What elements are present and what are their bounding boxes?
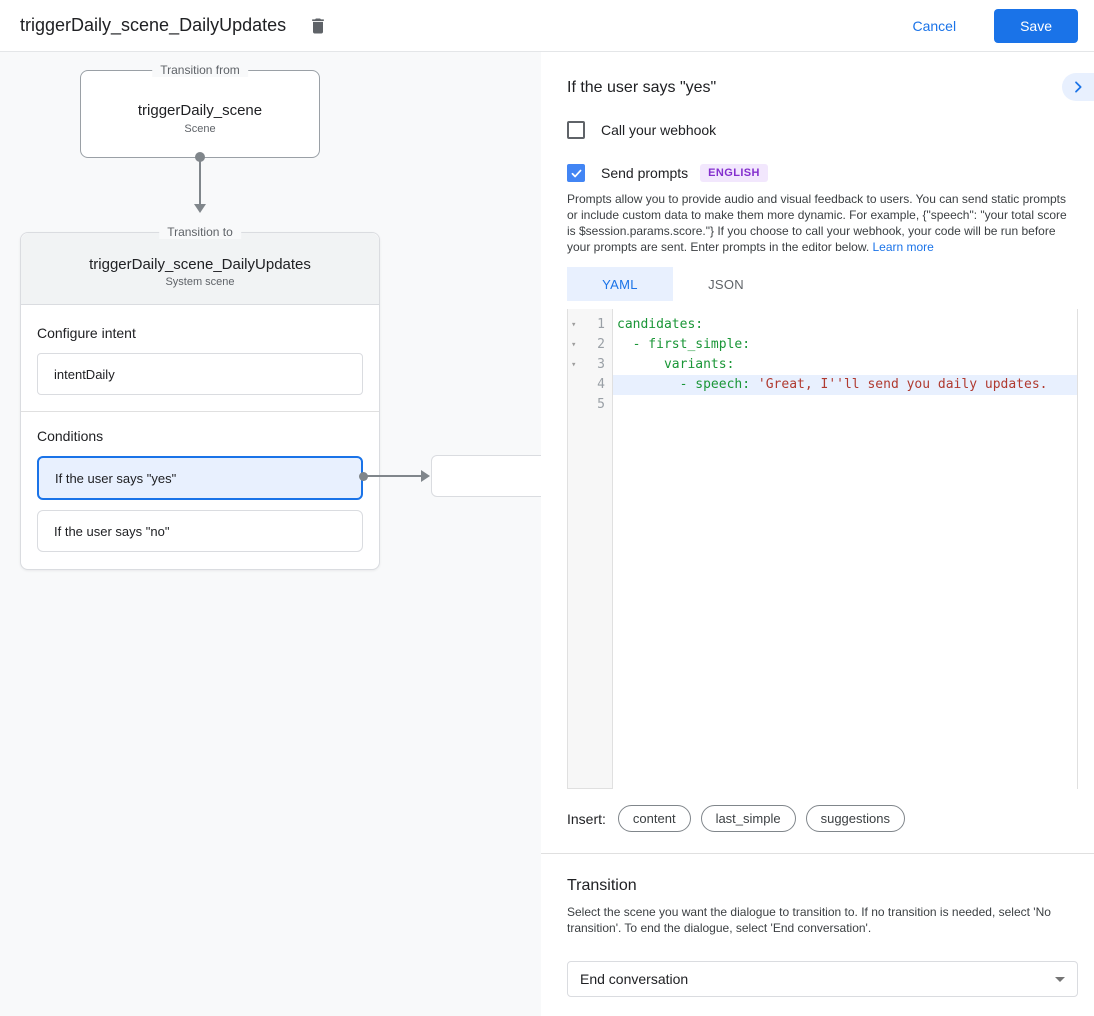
- card-divider: [21, 411, 379, 412]
- detail-title: If the user says "yes": [567, 79, 717, 96]
- transition-from-title: triggerDaily_scene: [137, 101, 263, 119]
- transition-target-node[interactable]: [431, 455, 541, 497]
- prompts-description: Prompts allow you to provide audio and v…: [567, 191, 1078, 255]
- gutter-line[interactable]: ▾2: [568, 335, 612, 355]
- send-prompts-checkbox[interactable]: [567, 164, 585, 182]
- fold-caret-icon[interactable]: ▾: [571, 340, 577, 350]
- code-token-string: 'Great, I''ll send you daily updates.: [757, 377, 1048, 392]
- conditions-label: Conditions: [37, 428, 104, 444]
- insert-chip-content[interactable]: content: [617, 805, 691, 832]
- code-token-key: candidates:: [617, 317, 704, 332]
- fold-caret-icon[interactable]: ▾: [571, 320, 577, 330]
- dropdown-caret-icon: [1055, 976, 1065, 982]
- collapse-panel-button[interactable]: [1062, 73, 1094, 101]
- gutter-line[interactable]: ▾3: [568, 355, 612, 375]
- gutter-line: 5: [568, 395, 612, 415]
- chevron-right-icon: [1070, 79, 1086, 95]
- insert-label: Insert:: [567, 810, 606, 827]
- transition-to-title: triggerDaily_scene_DailyUpdates: [89, 255, 311, 273]
- transition-from-subtitle: Scene: [184, 122, 216, 135]
- connector-line-vertical: [199, 158, 201, 204]
- gutter-line[interactable]: ▾1: [568, 315, 612, 335]
- checkmark-icon: [570, 167, 583, 180]
- tab-yaml[interactable]: YAML: [567, 267, 673, 301]
- panel-divider: [541, 853, 1094, 854]
- editor-code-area[interactable]: candidates: - first_simple: variants: - …: [613, 309, 1077, 789]
- arrow-right-icon: [421, 470, 430, 482]
- code-line[interactable]: [613, 395, 1077, 415]
- transition-description: Select the scene you want the dialogue t…: [567, 905, 1051, 935]
- condition-detail-panel: If the user says "yes" Call your webhook…: [541, 52, 1094, 1016]
- condition-item-yes[interactable]: If the user says "yes": [37, 456, 363, 500]
- line-number: 5: [597, 397, 605, 412]
- transition-to-card[interactable]: Transition to triggerDaily_scene_DailyUp…: [20, 225, 380, 570]
- line-number: 3: [597, 357, 605, 372]
- scene-card-body: Configure intent intentDaily Conditions …: [21, 305, 379, 568]
- language-badge: ENGLISH: [700, 164, 768, 182]
- connector-dot: [195, 152, 205, 162]
- transition-to-label: Transition to: [159, 225, 241, 239]
- code-token-key: - speech:: [617, 377, 758, 392]
- transition-to-subtitle: System scene: [165, 275, 235, 288]
- transition-from-label: Transition from: [152, 63, 248, 77]
- learn-more-link[interactable]: Learn more: [872, 240, 934, 254]
- main-split: Transition from triggerDaily_scene Scene…: [0, 52, 1094, 1016]
- code-token-key: - first_simple:: [617, 337, 751, 352]
- code-line[interactable]: - first_simple:: [613, 335, 1077, 355]
- editor-format-tabs: YAML JSON: [567, 267, 1078, 301]
- scene-card-header: triggerDaily_scene_DailyUpdates System s…: [21, 233, 379, 305]
- condition-item-no[interactable]: If the user says "no": [37, 510, 363, 552]
- code-line[interactable]: - speech: 'Great, I''ll send you daily u…: [613, 375, 1077, 395]
- page-title: triggerDaily_scene_DailyUpdates: [20, 15, 287, 35]
- transition-from-node[interactable]: Transition from triggerDaily_scene Scene: [80, 63, 320, 162]
- delete-scene-button[interactable]: [302, 10, 334, 42]
- code-line[interactable]: variants:: [613, 355, 1077, 375]
- code-line[interactable]: candidates:: [613, 315, 1077, 335]
- scene-diagram-canvas[interactable]: Transition from triggerDaily_scene Scene…: [0, 52, 541, 1016]
- transition-section-title: Transition: [567, 877, 637, 894]
- trash-icon: [308, 16, 328, 36]
- insert-chip-suggestions[interactable]: suggestions: [805, 805, 905, 832]
- webhook-row: Call your webhook: [567, 121, 1078, 139]
- transition-dropdown-value: End conversation: [580, 971, 689, 987]
- intent-item[interactable]: intentDaily: [37, 353, 363, 395]
- transition-dropdown[interactable]: End conversation: [567, 961, 1078, 997]
- send-prompts-row: Send prompts ENGLISH: [567, 164, 1078, 182]
- gutter-line: 4: [568, 375, 612, 395]
- arrow-down-icon: [194, 204, 206, 213]
- fold-caret-icon[interactable]: ▾: [571, 360, 577, 370]
- insert-row: Insert: content last_simple suggestions: [567, 805, 1078, 832]
- send-prompts-label: Send prompts: [601, 165, 689, 181]
- tab-json[interactable]: JSON: [708, 276, 744, 292]
- connector-line-horizontal: [366, 475, 422, 477]
- line-number: 4: [597, 377, 605, 392]
- insert-chip-last-simple[interactable]: last_simple: [700, 805, 796, 832]
- top-bar: triggerDaily_scene_DailyUpdates Cancel S…: [0, 0, 1094, 52]
- code-token-key: variants:: [617, 357, 735, 372]
- configure-intent-label: Configure intent: [37, 325, 136, 341]
- prompts-description-text: Prompts allow you to provide audio and v…: [567, 192, 1067, 254]
- line-number: 2: [597, 337, 605, 352]
- webhook-checkbox[interactable]: [567, 121, 585, 139]
- cancel-button[interactable]: Cancel: [896, 10, 972, 42]
- condition-connector-dot: [359, 472, 368, 481]
- webhook-label: Call your webhook: [601, 122, 717, 138]
- line-number: 1: [597, 317, 605, 332]
- save-button[interactable]: Save: [994, 8, 1078, 43]
